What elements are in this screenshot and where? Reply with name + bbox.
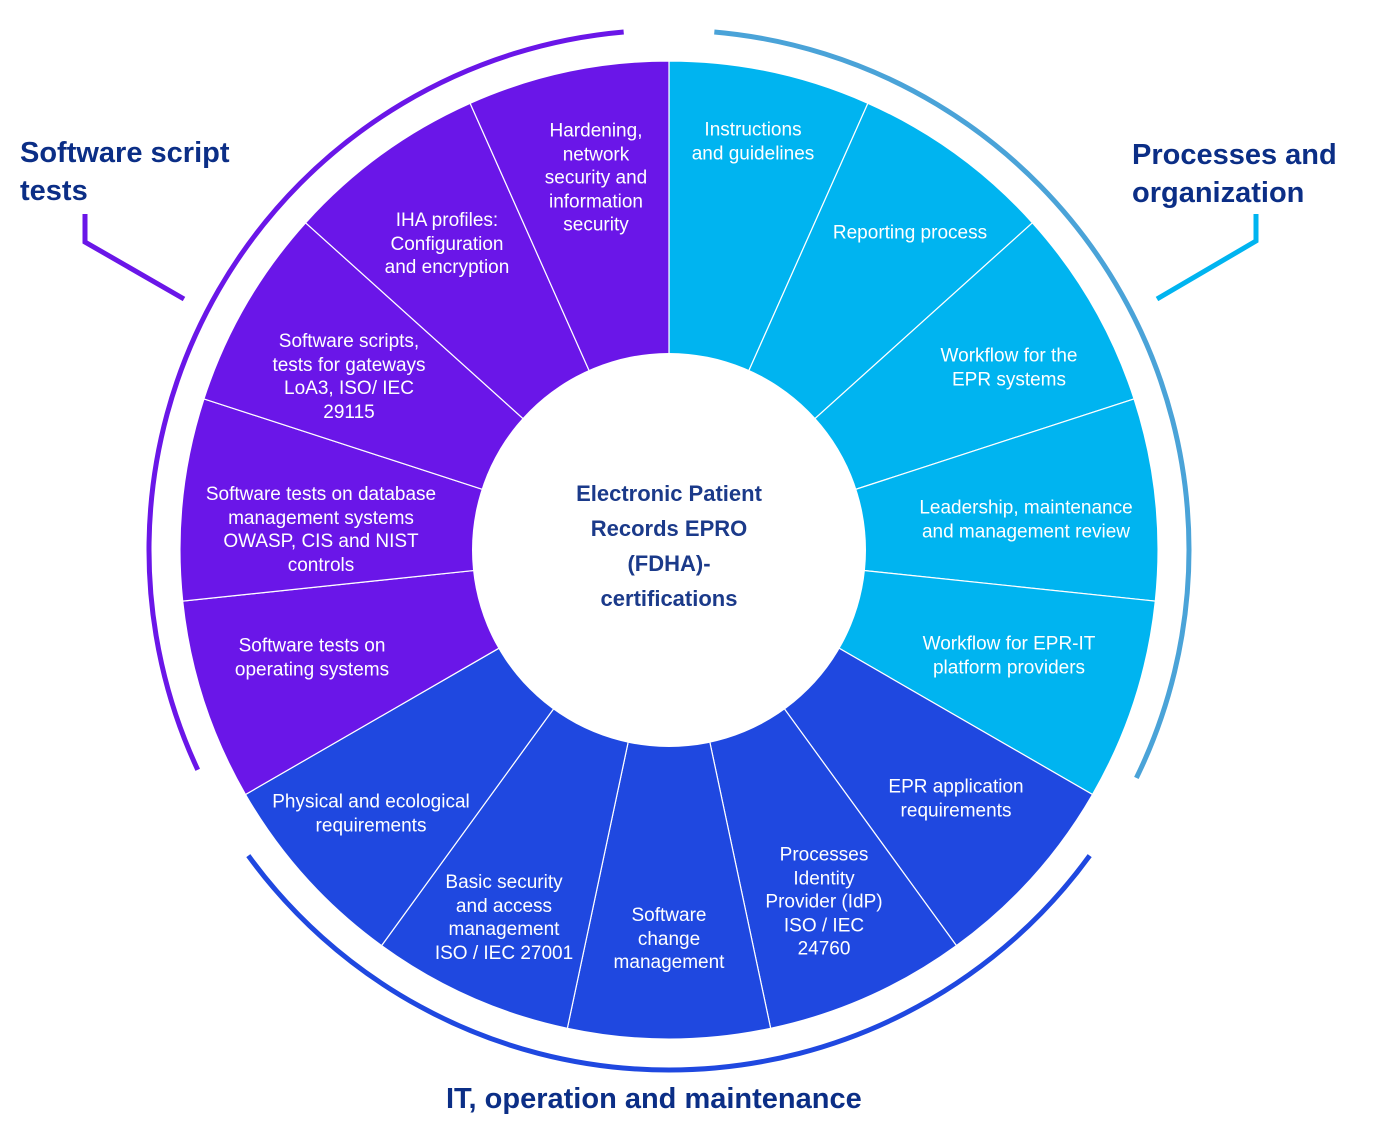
segment-label: Reporting process bbox=[832, 222, 988, 244]
segment-label: Software change management bbox=[613, 904, 725, 973]
group-arc-software-tests bbox=[146, 29, 624, 771]
segment-label: Workflow for the EPR systems bbox=[940, 345, 1078, 391]
group-title-it-operation: IT, operation and maintenance bbox=[446, 1083, 862, 1115]
segment-label: Physical and ecological requirements bbox=[272, 791, 470, 837]
segment-label: Processes Identity Provider (IdP) ISO / … bbox=[765, 844, 883, 960]
segment-label: Software tests on database management sy… bbox=[205, 484, 437, 576]
group-title-processes: Processes and organization bbox=[1132, 139, 1337, 209]
center-circle bbox=[472, 353, 866, 747]
segment-label: IHA profiles: Configuration and encrypti… bbox=[384, 209, 510, 278]
segment-label: EPR application requirements bbox=[888, 776, 1024, 822]
segment-label: Software tests on operating systems bbox=[234, 635, 390, 681]
segment-label: Instructions and guidelines bbox=[691, 119, 815, 165]
segment-label: Software scripts, tests for gateways LoA… bbox=[272, 331, 426, 423]
segment-label: Basic security and access management ISO… bbox=[434, 872, 574, 964]
segment-label: Hardening, network security and informat… bbox=[544, 120, 648, 236]
group-title-software-tests: Software script tests bbox=[20, 137, 230, 207]
pointer-processes bbox=[1155, 214, 1259, 302]
wheel-segment bbox=[566, 549, 772, 1040]
pointer-software-tests bbox=[82, 214, 186, 302]
group-arc-processes bbox=[714, 29, 1192, 780]
segment-label: Workflow for EPR-IT platform providers bbox=[922, 633, 1096, 679]
segment-label: Leadership, maintenance and management r… bbox=[919, 497, 1133, 543]
group-arc-it-operation bbox=[246, 854, 1092, 1073]
center-title: Electronic Patient Records EPRO (FDHA)- … bbox=[576, 481, 762, 611]
